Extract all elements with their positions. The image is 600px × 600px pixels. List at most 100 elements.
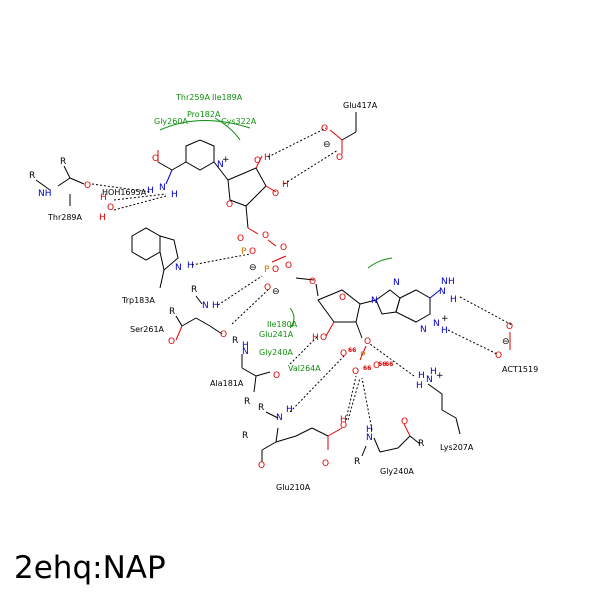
pyrophosphate-group: P O O ⊖ O P O O O ⊖ O bbox=[237, 234, 319, 297]
svg-text:O: O bbox=[280, 243, 287, 253]
svg-text:R: R bbox=[258, 403, 264, 413]
label-ala181: Ala181A bbox=[210, 379, 244, 388]
svg-text:O: O bbox=[84, 181, 91, 191]
label-act1519: ACT1519 bbox=[502, 365, 538, 374]
svg-text:O: O bbox=[273, 371, 280, 381]
svg-text:H: H bbox=[99, 213, 106, 223]
label-trp183: Trp183A bbox=[121, 296, 155, 305]
svg-text:N: N bbox=[433, 319, 440, 329]
distance-label-4: 66 bbox=[385, 361, 393, 368]
nicotinamide-group: O N H H N + bbox=[147, 139, 230, 200]
act1519-residue: O O ⊖ bbox=[495, 322, 513, 361]
svg-text:O: O bbox=[320, 333, 327, 343]
svg-text:O: O bbox=[340, 349, 347, 359]
svg-text:R: R bbox=[191, 285, 197, 295]
svg-text:H: H bbox=[242, 341, 249, 351]
svg-text:O: O bbox=[226, 200, 233, 210]
hydrophobic-arcs bbox=[159, 117, 393, 329]
svg-text:O: O bbox=[373, 361, 380, 371]
svg-text:N: N bbox=[426, 375, 433, 385]
label-lys207: Lys207A bbox=[440, 443, 474, 452]
svg-text:O: O bbox=[107, 203, 114, 213]
water-hoh1695: H O H bbox=[99, 193, 114, 223]
svg-text:O: O bbox=[254, 156, 261, 166]
svg-text:H: H bbox=[147, 186, 154, 196]
svg-text:O: O bbox=[309, 277, 316, 287]
hydrophobic-labels: Thr259A Ile189A Pro182A Gly260A Cys322A … bbox=[154, 93, 321, 373]
svg-text:O: O bbox=[336, 153, 343, 163]
svg-text:O: O bbox=[272, 265, 279, 275]
svg-text:N: N bbox=[242, 347, 249, 357]
ligand-caption: 2ehq:NAP bbox=[14, 550, 166, 586]
svg-text:R: R bbox=[242, 431, 248, 441]
svg-text:O: O bbox=[495, 351, 502, 361]
label-gly240: Gly240A bbox=[380, 467, 414, 476]
svg-text:R: R bbox=[232, 336, 238, 346]
lys207-residue: N H H H + bbox=[416, 367, 461, 435]
svg-text:H: H bbox=[282, 180, 289, 190]
svg-text:N: N bbox=[276, 413, 283, 423]
label-hoh1695: HOH1695A bbox=[102, 188, 147, 197]
ribose-adenosine: O H O O bbox=[312, 289, 377, 347]
svg-text:⊖: ⊖ bbox=[272, 287, 280, 297]
label-gly260: Gly260A bbox=[154, 117, 188, 126]
svg-text:O: O bbox=[285, 261, 292, 271]
svg-text:H: H bbox=[448, 277, 455, 287]
svg-text:N: N bbox=[441, 277, 448, 287]
label-thr289: Thr289A bbox=[47, 213, 83, 222]
svg-text:NH: NH bbox=[38, 189, 52, 199]
label-ser261: Ser261A bbox=[130, 325, 165, 334]
svg-text:O: O bbox=[322, 459, 329, 469]
svg-text:H: H bbox=[430, 367, 437, 377]
svg-text:H: H bbox=[450, 295, 457, 305]
trp183-residue: N H bbox=[131, 227, 194, 289]
residue-labels: Glu417A Thr289A HOH1695A Trp183A Ser261A… bbox=[47, 101, 538, 492]
svg-text:O: O bbox=[364, 337, 371, 347]
gly240-residue: N H R O R bbox=[354, 417, 424, 467]
svg-text:O: O bbox=[258, 461, 265, 471]
svg-text:O: O bbox=[506, 322, 513, 332]
svg-text:R: R bbox=[169, 307, 175, 317]
label-val264: Val264A bbox=[288, 364, 321, 373]
svg-text:O: O bbox=[272, 189, 279, 199]
svg-text:H: H bbox=[212, 301, 219, 311]
svg-text:O: O bbox=[152, 154, 159, 164]
svg-text:R: R bbox=[60, 157, 66, 167]
svg-text:H: H bbox=[264, 153, 271, 163]
label-cys322: Cys322A bbox=[221, 117, 257, 126]
svg-text:⊖: ⊖ bbox=[502, 337, 510, 347]
svg-text:N: N bbox=[371, 296, 378, 306]
svg-text:O: O bbox=[352, 367, 359, 377]
label-ile180: Ile180A bbox=[267, 320, 298, 329]
ser261-residue: R N H O O R bbox=[168, 285, 227, 347]
svg-text:+: + bbox=[222, 155, 230, 165]
svg-text:N: N bbox=[217, 160, 224, 170]
svg-text:⊖: ⊖ bbox=[249, 263, 257, 273]
svg-text:R: R bbox=[418, 439, 424, 449]
ribose-nicotinamide: O H O H O O bbox=[226, 153, 289, 241]
svg-text:H: H bbox=[171, 190, 178, 200]
distance-label-1: 66 bbox=[348, 347, 356, 354]
svg-text:O: O bbox=[321, 124, 328, 134]
svg-text:N: N bbox=[175, 263, 182, 273]
svg-text:N: N bbox=[202, 301, 209, 311]
adenine-group: N N N N + H H N H N bbox=[371, 277, 457, 336]
hydrogen-bonds bbox=[91, 127, 513, 431]
label-glu241: Glu241A bbox=[259, 330, 294, 339]
label-ile189: Ile189A bbox=[212, 93, 243, 102]
label-thr259: Thr259A bbox=[175, 93, 211, 102]
svg-text:N: N bbox=[439, 287, 446, 297]
label-gly240-hydrophobic: Gly240A bbox=[259, 348, 293, 357]
svg-text:+: + bbox=[441, 314, 449, 324]
svg-text:H: H bbox=[286, 405, 293, 415]
svg-text:O: O bbox=[340, 421, 347, 431]
svg-text:O: O bbox=[220, 330, 227, 340]
glu210-residue: R N H R O O H O bbox=[242, 403, 347, 471]
svg-text:R: R bbox=[354, 457, 360, 467]
svg-text:P: P bbox=[264, 265, 270, 275]
svg-text:O: O bbox=[401, 417, 408, 427]
svg-text:O: O bbox=[264, 283, 271, 293]
svg-text:N: N bbox=[420, 325, 427, 335]
phosphate-2prime: P O O O 66 66 66 66 bbox=[340, 345, 393, 377]
